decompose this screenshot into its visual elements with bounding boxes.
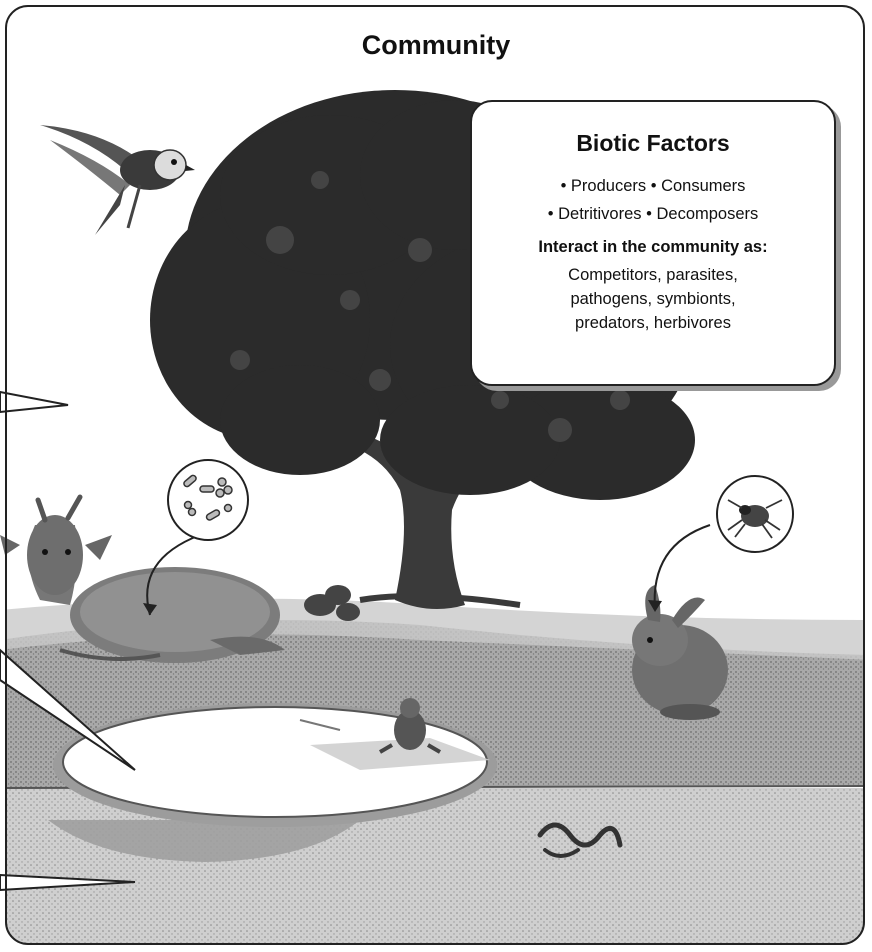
interaction-list: Competitors, parasites, pathogens, symbi… [472,263,834,335]
tick-callout [648,476,793,612]
producers-consumers-line: • Producers • Consumers [472,177,834,196]
biotic-factors-box: Biotic Factors • Producers • Consumers •… [470,100,836,386]
interaction-heading: Interact in the community as: [472,238,834,257]
biotic-factors-title: Biotic Factors [472,130,834,157]
interaction-line: predators, herbivores [472,311,834,335]
interaction-line: pathogens, symbionts, [472,287,834,311]
detritivores-decomposers-line: • Detritivores • Decomposers [472,205,834,224]
interaction-line: Competitors, parasites, [472,263,834,287]
rabbit [632,585,728,720]
diagram-title: Community [0,30,872,61]
soil-layer [0,788,872,952]
bird [40,125,195,235]
